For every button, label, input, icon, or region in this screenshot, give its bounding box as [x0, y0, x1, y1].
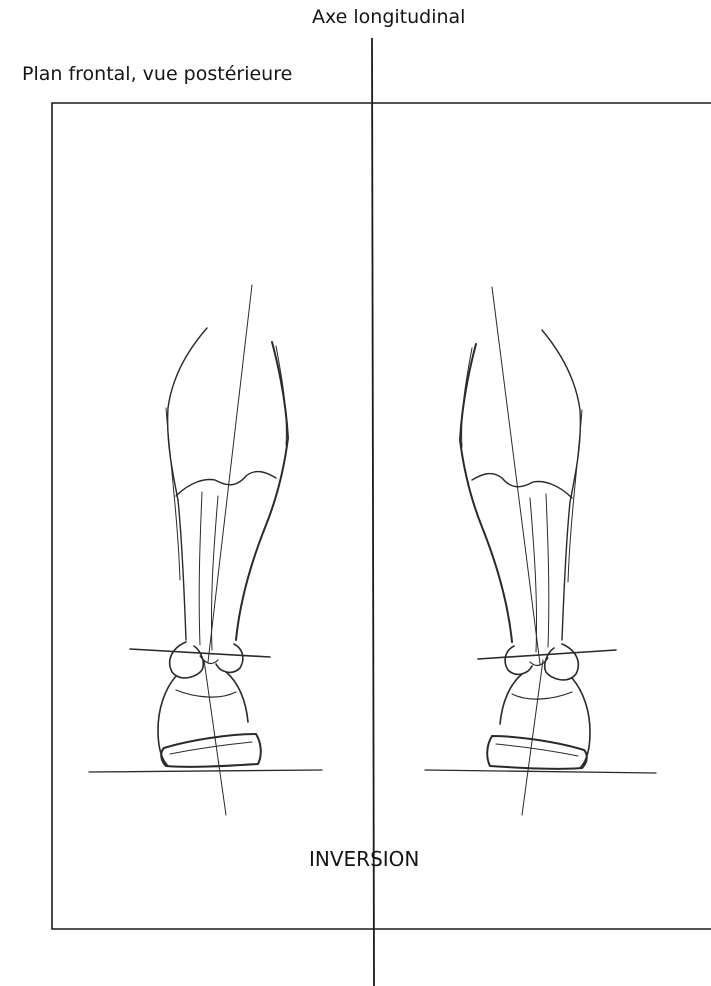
right-heel-pad	[487, 736, 587, 769]
left-leg-axis	[208, 285, 252, 662]
left-ground-line	[89, 770, 322, 772]
movement-label: INVERSION	[309, 847, 419, 871]
frontal-plane-frame	[52, 103, 711, 929]
right-ground-line	[425, 770, 656, 773]
longitudinal-axis-line	[372, 38, 374, 986]
plane-label: Plan frontal, vue postérieure	[22, 63, 292, 85]
left-heel-pad	[161, 734, 261, 767]
right-foot-sketch	[425, 287, 656, 815]
right-ankle-outline	[545, 644, 579, 680]
axis-label: Axe longitudinal	[312, 6, 465, 28]
right-calf-outline-medial	[460, 344, 512, 642]
left-gastrocnemius-line	[176, 472, 276, 496]
right-gastrocnemius-line	[472, 474, 572, 498]
left-ankle-outline	[170, 642, 204, 678]
left-calf-outline-medial	[236, 342, 288, 640]
left-foot-sketch	[89, 285, 322, 815]
